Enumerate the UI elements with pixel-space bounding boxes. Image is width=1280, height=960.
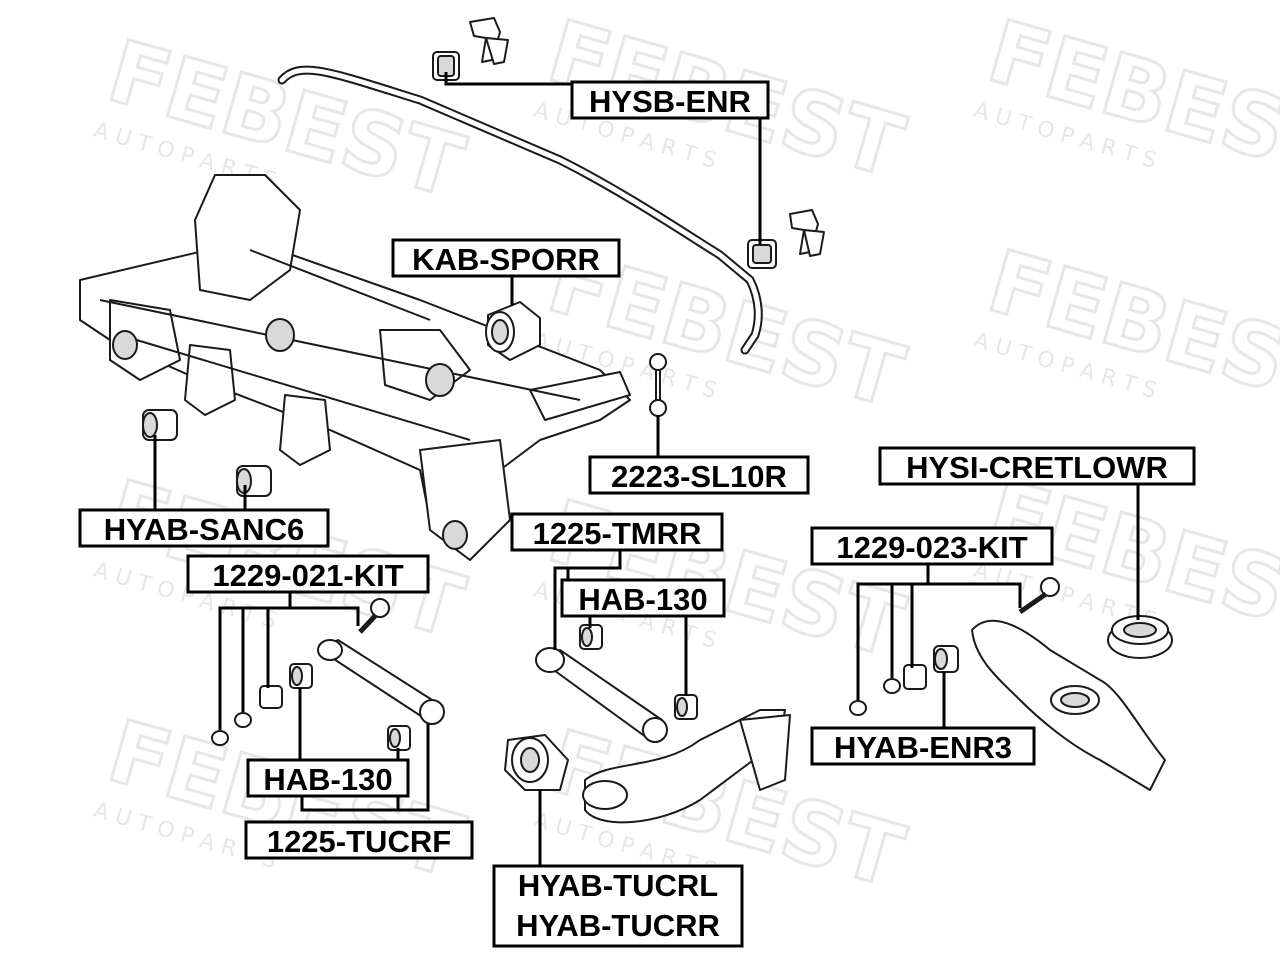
- label-2223-sl10r: 2223-SL10R: [588, 455, 810, 495]
- leader-lines: [153, 72, 1140, 866]
- watermark: FEBEST A U T O P A R T S: [971, 0, 1280, 199]
- label-1225-tmrr: 1225-TMRR: [510, 512, 724, 552]
- upper-control-arm-front: [317, 639, 445, 725]
- label-1229-021-kit: 1229-021-KIT: [186, 554, 430, 594]
- washer-right-b: [883, 678, 901, 694]
- arm-bushing-mid-a: [579, 624, 603, 650]
- label-1225-tucrf: 1225-TUCRF: [244, 820, 474, 860]
- watermark: FEBEST A U T O P A R T S: [91, 700, 476, 899]
- subframe-bushing-a: [142, 409, 178, 441]
- label-text: 1229-021-KIT: [212, 558, 403, 593]
- spring-seat-insulator: [1107, 615, 1173, 659]
- label-hab-130-left: HAB-130: [246, 758, 410, 798]
- label-text: 1225-TMRR: [533, 516, 702, 551]
- watermark-brand: FEBEST: [978, 232, 1280, 428]
- watermark-brand: FEBEST: [978, 2, 1280, 198]
- label-text: HAB-130: [263, 762, 392, 797]
- stabilizer-bushing-right: [747, 239, 777, 269]
- stabilizer-bracket-right: [789, 209, 825, 257]
- label-text: 1229-023-KIT: [836, 530, 1027, 565]
- lower-control-arm: [971, 619, 1166, 791]
- bushing-left-c: [259, 685, 283, 709]
- lower-trailing-arm: [582, 709, 791, 824]
- label-text: HYSI-CRETLOWR: [906, 450, 1168, 485]
- bushing-right-c: [903, 664, 927, 690]
- stabilizer-bracket-top: [469, 17, 509, 65]
- label-text: HAB-130: [578, 582, 707, 617]
- arm-bushing-mid-b: [674, 694, 698, 720]
- label-1229-023-kit: 1229-023-KIT: [810, 526, 1054, 566]
- label-text: HYAB-TUCRL: [518, 868, 718, 903]
- watermark: FEBEST A U T O P A R T S: [971, 230, 1280, 429]
- subframe-mount-bushing: [485, 301, 541, 361]
- label-text: HYSB-ENR: [589, 84, 751, 119]
- washer-left-b: [234, 712, 252, 728]
- label-text: HYAB-SANC6: [104, 512, 304, 547]
- washer-right-a: [849, 700, 867, 716]
- label-text: 2223-SL10R: [611, 459, 787, 494]
- watermark-brand: FEBEST: [98, 702, 474, 898]
- camber-bolt-left: [358, 598, 390, 634]
- rear-subframe: [79, 174, 631, 561]
- label-kab-sporr: KAB-SPORR: [391, 238, 621, 278]
- lower-arm-bushing: [933, 645, 959, 673]
- subframe-bushing-b: [236, 465, 272, 497]
- stabilizer-bar: [277, 65, 763, 355]
- label-hab-130-mid: HAB-130: [560, 578, 726, 618]
- label-text: HYAB-TUCRR: [516, 908, 720, 943]
- label-text: HYAB-ENR3: [834, 730, 1012, 765]
- trailing-arm-rear: [535, 647, 668, 743]
- label-text: KAB-SPORR: [412, 242, 600, 277]
- washer-left-a: [211, 730, 229, 746]
- trailing-arm-bushing: [504, 734, 569, 791]
- label-hyab-sanc6: HYAB-SANC6: [78, 508, 330, 548]
- camber-bolt-right: [1018, 577, 1060, 615]
- label-hysi-cretlowr: HYSI-CRETLOWR: [878, 446, 1196, 486]
- label-hyab-enr3: HYAB-ENR3: [810, 726, 1036, 766]
- watermark-brand: FEBEST: [98, 22, 474, 218]
- label-hysb-enr: HYSB-ENR: [570, 80, 770, 120]
- label-hyab-tucrl-tucrr: HYAB-TUCRL HYAB-TUCRR: [492, 864, 744, 948]
- label-text: 1225-TUCRF: [267, 824, 451, 859]
- arm-bushing-left-a: [289, 663, 313, 689]
- arm-bushing-left-b: [387, 725, 411, 751]
